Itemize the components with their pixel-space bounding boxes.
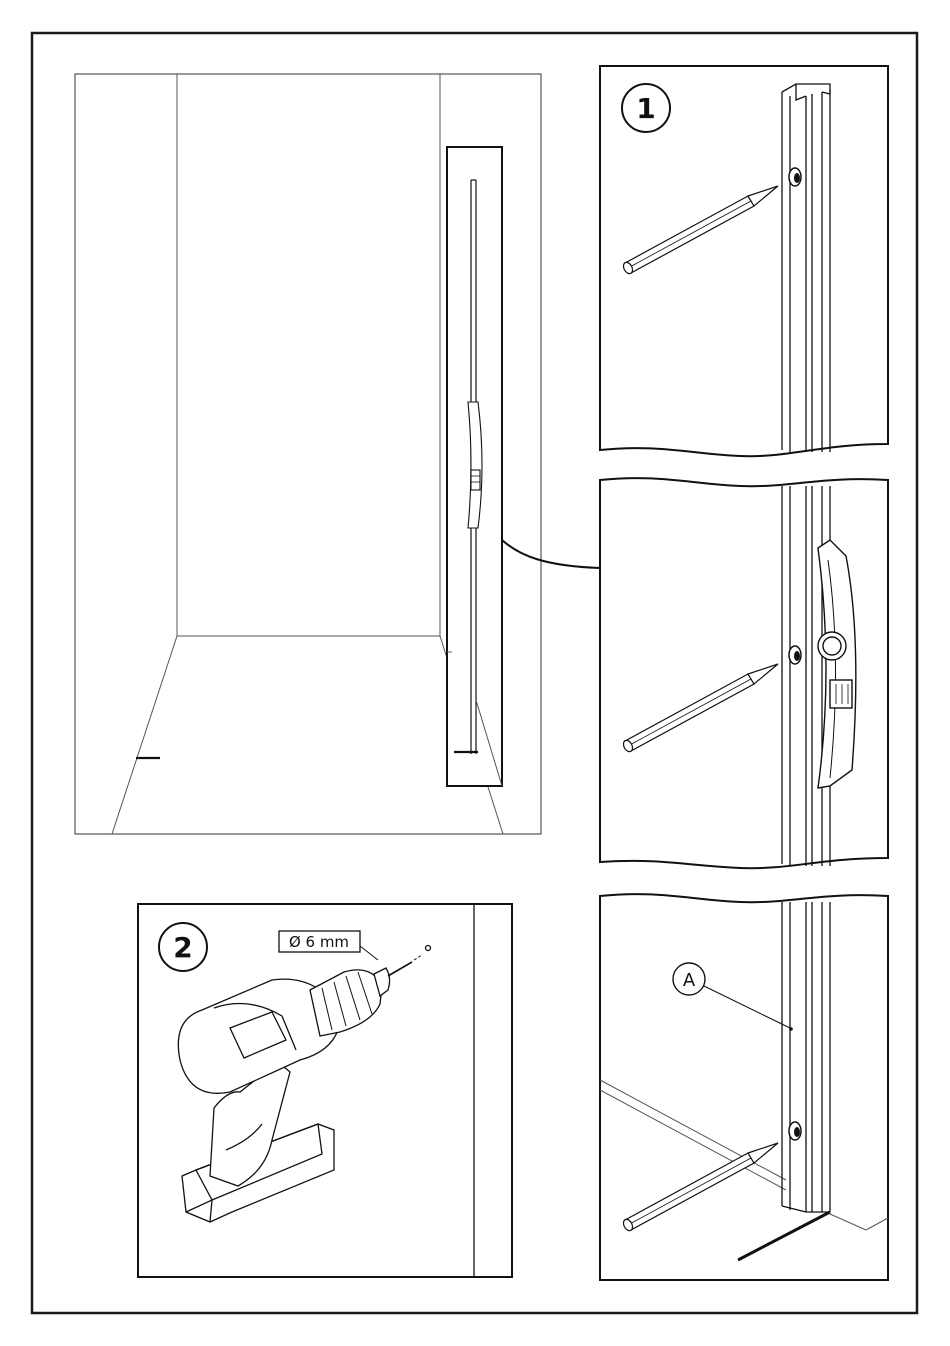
leader-line bbox=[502, 540, 600, 568]
overview-panel bbox=[75, 74, 600, 834]
step2-number: 2 bbox=[173, 931, 192, 964]
handle-detail-panel bbox=[600, 478, 888, 868]
step1-panel: 1 bbox=[600, 66, 888, 456]
step2-panel: 2 Ø 6 mm bbox=[138, 904, 512, 1277]
step1-number: 1 bbox=[636, 92, 655, 125]
bit-size-label: Ø 6 mm bbox=[289, 933, 349, 951]
floor-detail-panel: A bbox=[600, 894, 888, 1280]
callout-a-label: A bbox=[683, 970, 696, 991]
